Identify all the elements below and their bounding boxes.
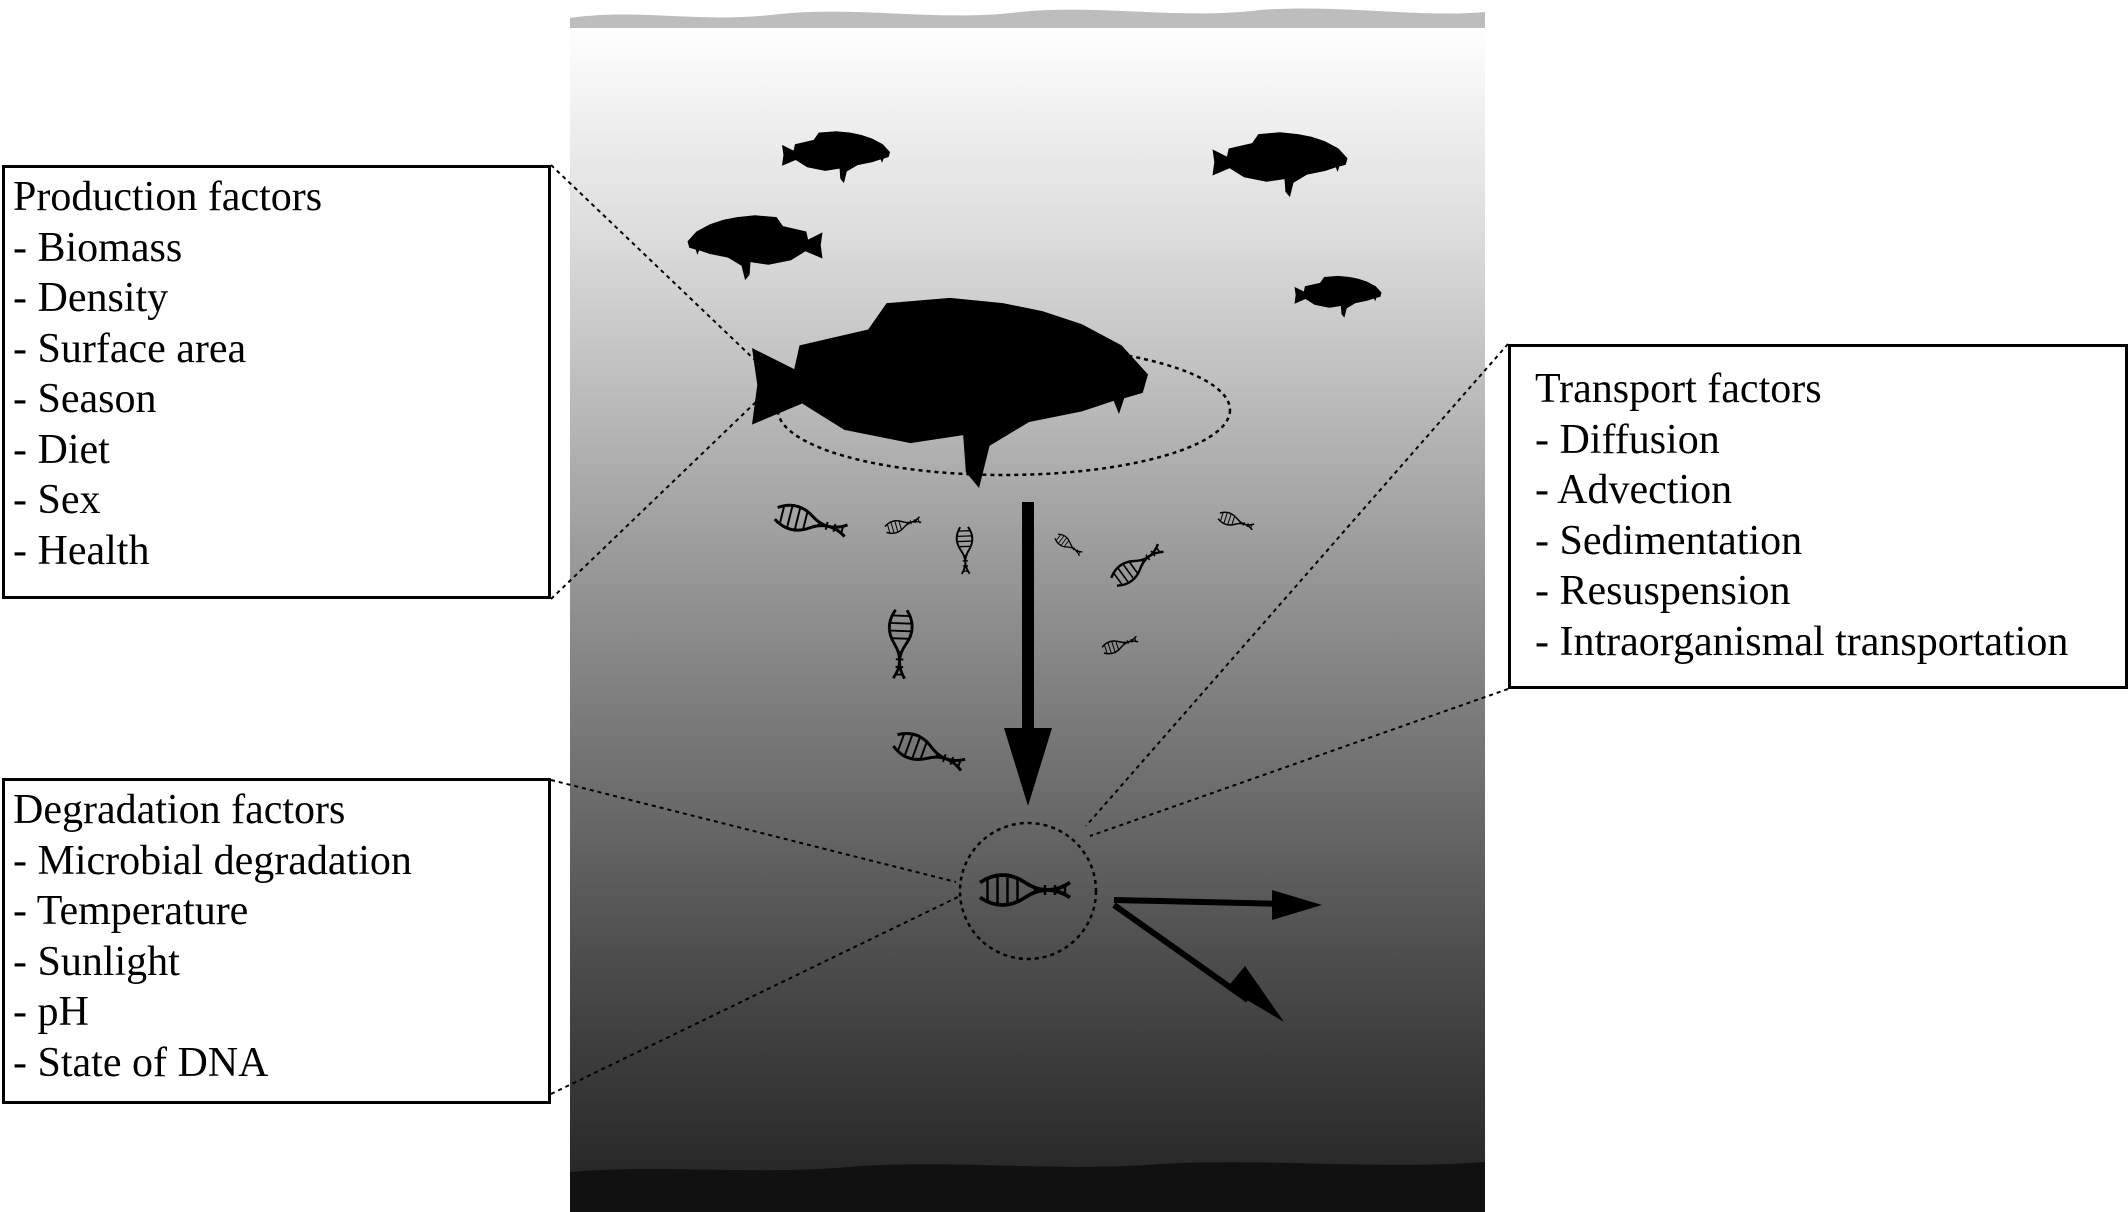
transport-arrow xyxy=(1112,902,1250,1003)
water-surface xyxy=(570,8,1485,29)
list-item: - Surface area xyxy=(13,325,247,372)
list-item: - Microbial degradation xyxy=(13,837,412,884)
list-item: - Intraorganismal transportation xyxy=(1535,618,2069,665)
production-factors-list: - Biomass - Density - Surface area - Sea… xyxy=(13,223,548,577)
list-item: - Diffusion xyxy=(1535,416,1720,463)
list-item: - Sex xyxy=(13,477,101,523)
list-item: - State of DNA xyxy=(13,1039,269,1086)
degradation-factors-title: Degradation factors xyxy=(13,787,346,833)
list-item: - Sedimentation xyxy=(1535,517,1803,564)
list-item: - Density xyxy=(13,275,169,321)
dna-highlight-circle xyxy=(958,821,1098,961)
fish-highlight-ellipse xyxy=(776,343,1232,477)
transport-factors-list: - Diffusion - Advection - Sedimentation … xyxy=(1535,415,2125,668)
transport-arrow xyxy=(1113,897,1289,907)
production-factors-title: Production factors xyxy=(13,174,323,220)
connector-lines xyxy=(550,164,1509,1095)
transport-factors-title: Transport factors xyxy=(1535,366,1822,412)
list-item: - Resuspension xyxy=(1535,568,1791,614)
list-item: - Diet xyxy=(13,426,110,473)
seabed xyxy=(570,1162,1485,1212)
list-item: - Advection xyxy=(1535,467,1733,513)
list-item: - Sunlight xyxy=(13,938,180,985)
transport-factors-box: Transport factors - Diffusion - Advectio… xyxy=(1508,344,2128,689)
list-item: - pH xyxy=(13,989,89,1035)
production-factors-box: Production factors - Biomass - Density -… xyxy=(2,165,551,599)
degradation-factors-box: Degradation factors - Microbial degradat… xyxy=(2,778,551,1104)
list-item: - Biomass xyxy=(13,224,183,271)
degradation-factors-list: - Microbial degradation - Temperature - … xyxy=(13,836,548,1089)
list-item: - Temperature xyxy=(13,888,249,934)
arrow-icon xyxy=(1227,966,1284,1022)
list-item: - Health xyxy=(13,527,150,574)
arrow-icon xyxy=(1004,728,1052,806)
list-item: - Season xyxy=(13,376,157,422)
arrow-icon xyxy=(1272,890,1322,920)
